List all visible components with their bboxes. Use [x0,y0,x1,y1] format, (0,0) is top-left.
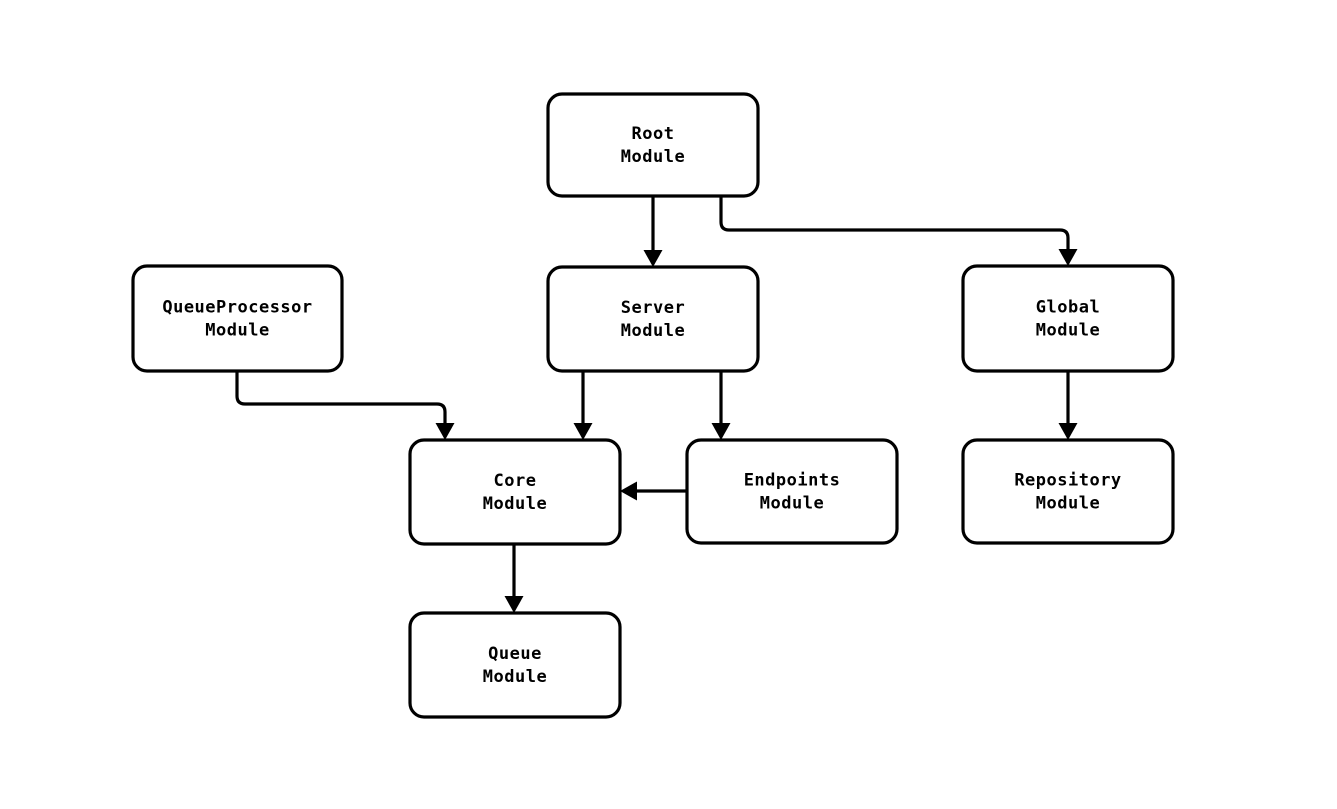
arrowhead-icon [1058,423,1078,440]
arrowhead-icon [711,423,731,440]
edge-line [235,371,447,431]
arrowhead-icon [620,481,637,501]
node-box[interactable] [546,92,760,198]
node-label-line2: Module [1036,321,1100,341]
node-label-line2: Module [205,321,269,341]
edge-server-to-core [573,371,593,440]
arrowhead-icon [504,596,524,613]
edge-root-to-global [719,196,1078,266]
node-box[interactable] [131,264,344,373]
edge-global-to-repository [1058,371,1078,440]
node-box[interactable] [546,265,760,373]
edge-endpoints-to-core [620,481,687,501]
node-label-line1: QueueProcessor [162,298,312,318]
node-label-line1: Root [632,124,675,144]
arrowhead-icon [435,423,455,440]
node-box[interactable] [685,438,899,545]
edge-layer [235,196,1078,613]
edge-root-to-server [643,196,663,267]
node-box[interactable] [408,438,622,546]
arrowhead-icon [573,423,593,440]
node-label-line1: Endpoints [744,471,841,491]
edge-server-to-endpoints [711,371,731,440]
node-layer: RootModuleQueueProcessorModuleServerModu… [131,92,1175,719]
node-label-line2: Module [483,494,547,514]
node-box[interactable] [961,438,1175,545]
node-label-line2: Module [621,321,685,341]
node-label-line1: Server [621,298,685,318]
node-label-line2: Module [483,667,547,687]
arrowhead-icon [1058,249,1078,266]
node-label-line2: Module [1036,494,1100,514]
node-label-line2: Module [621,147,685,167]
arrowhead-icon [643,250,663,267]
node-label-line2: Module [760,494,824,514]
edge-line [719,196,1070,257]
node-label-line1: Repository [1014,471,1121,491]
edge-queueprocessor-to-core [235,371,455,440]
node-box[interactable] [408,611,622,719]
node-box[interactable] [961,264,1175,373]
node-label-line1: Global [1036,298,1100,318]
node-label-line1: Queue [488,644,542,664]
edge-core-to-queue [504,544,524,613]
node-label-line1: Core [494,471,537,491]
